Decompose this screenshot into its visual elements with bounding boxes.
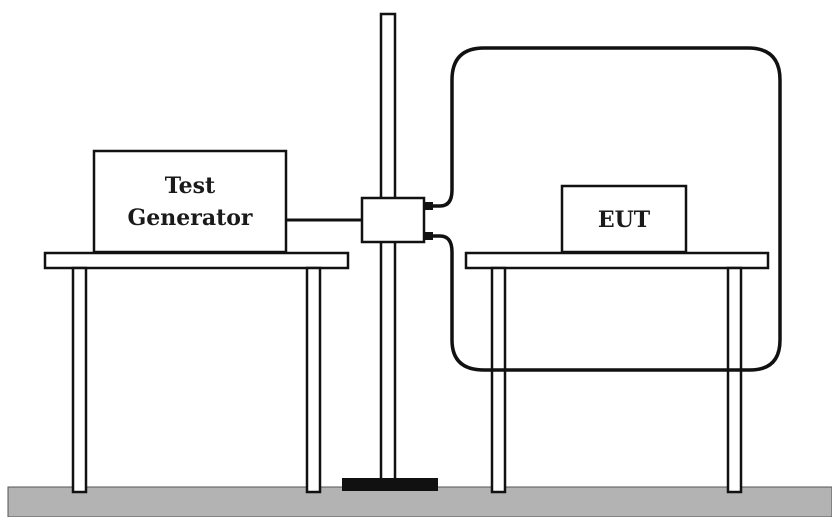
test-generator-label-line1: Test <box>165 173 216 199</box>
left-table <box>43 251 350 494</box>
right-table <box>464 251 770 494</box>
loop-cable <box>424 46 782 372</box>
clamp-port-top <box>423 202 433 210</box>
eut-label: EUT <box>598 207 651 233</box>
eut: EUT <box>560 184 688 254</box>
left-table-leg-right <box>305 266 322 494</box>
right-table-leg-left <box>490 266 507 494</box>
stand-base <box>342 478 438 491</box>
test-generator-label-line2: Generator <box>127 205 252 231</box>
right-table-leg-right <box>726 266 743 494</box>
clamp-port-bottom <box>423 232 433 240</box>
left-table-leg-left <box>71 266 88 494</box>
test-generator-box <box>92 149 288 254</box>
test-generator: Test Generator <box>92 149 288 254</box>
coupling-clamp <box>360 196 426 244</box>
stand-pole <box>379 12 397 486</box>
right-table-top <box>464 251 770 270</box>
eut-box <box>560 184 688 254</box>
ground-plane <box>7 486 832 517</box>
left-table-top <box>43 251 350 270</box>
